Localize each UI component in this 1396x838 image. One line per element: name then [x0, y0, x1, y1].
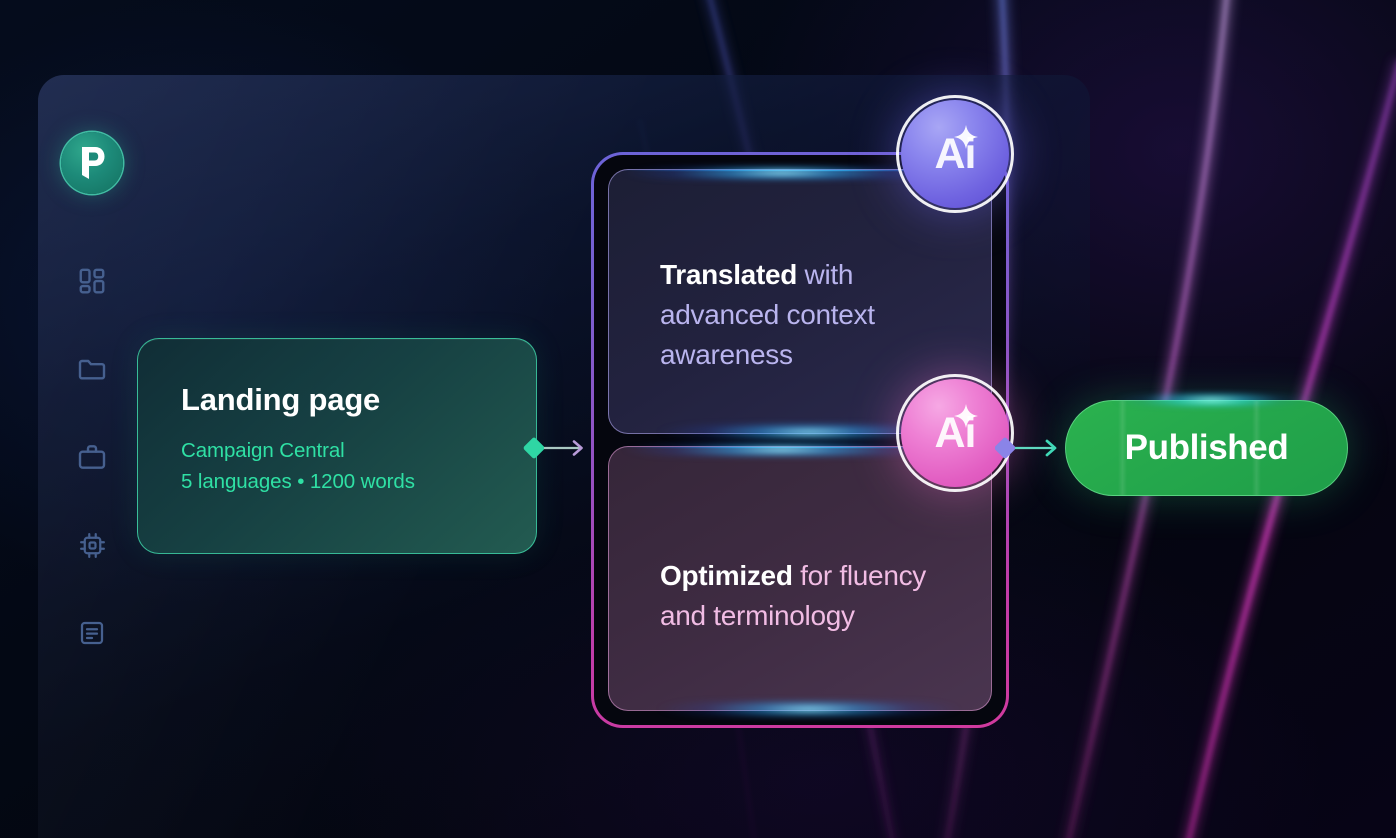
folder-icon [76, 353, 108, 385]
sidebar-item-projects[interactable] [65, 342, 119, 396]
sidebar [38, 75, 146, 838]
sidebar-item-automations[interactable] [65, 518, 119, 572]
ai-badge-glyph: Ai [935, 403, 978, 455]
translated-card-text: Translated with advanced context awarene… [660, 255, 956, 374]
sparkle-icon [953, 124, 978, 149]
sidebar-item-dashboard[interactable] [65, 254, 119, 308]
source-card-project: Campaign Central [181, 439, 345, 463]
sidebar-item-documents[interactable] [65, 606, 119, 660]
source-card-meta: 5 languages • 1200 words [181, 470, 415, 494]
source-document-card[interactable]: Landing page Campaign Central 5 language… [137, 338, 537, 554]
brand-p-glyph [82, 147, 105, 179]
optimized-card[interactable]: Optimized for fluency and terminology Ai [574, 374, 1026, 717]
optimized-card-text: Optimized for fluency and terminology [660, 556, 956, 636]
briefcase-icon [76, 441, 108, 473]
sidebar-item-workspace[interactable] [65, 430, 119, 484]
ai-badge-glyph: Ai [935, 124, 978, 176]
brand-p-logo[interactable] [61, 132, 123, 194]
chip-icon [77, 530, 108, 561]
connector-ai-to-published [994, 430, 1075, 471]
source-card-title: Landing page [181, 382, 381, 417]
dashboard-grid-icon [77, 266, 107, 296]
ai-processing-group: Translated with advanced context awarene… [574, 95, 1026, 728]
ai-sparkle-badge-translated[interactable]: Ai [896, 95, 1014, 213]
published-label: Published [1124, 428, 1289, 467]
published-status-pill[interactable]: Published [1065, 400, 1348, 496]
sparkle-icon [953, 403, 978, 428]
connector-source-to-ai [518, 430, 598, 471]
optimized-card-strong: Optimized [660, 560, 793, 591]
document-icon [77, 618, 107, 648]
translated-card-strong: Translated [660, 259, 798, 290]
